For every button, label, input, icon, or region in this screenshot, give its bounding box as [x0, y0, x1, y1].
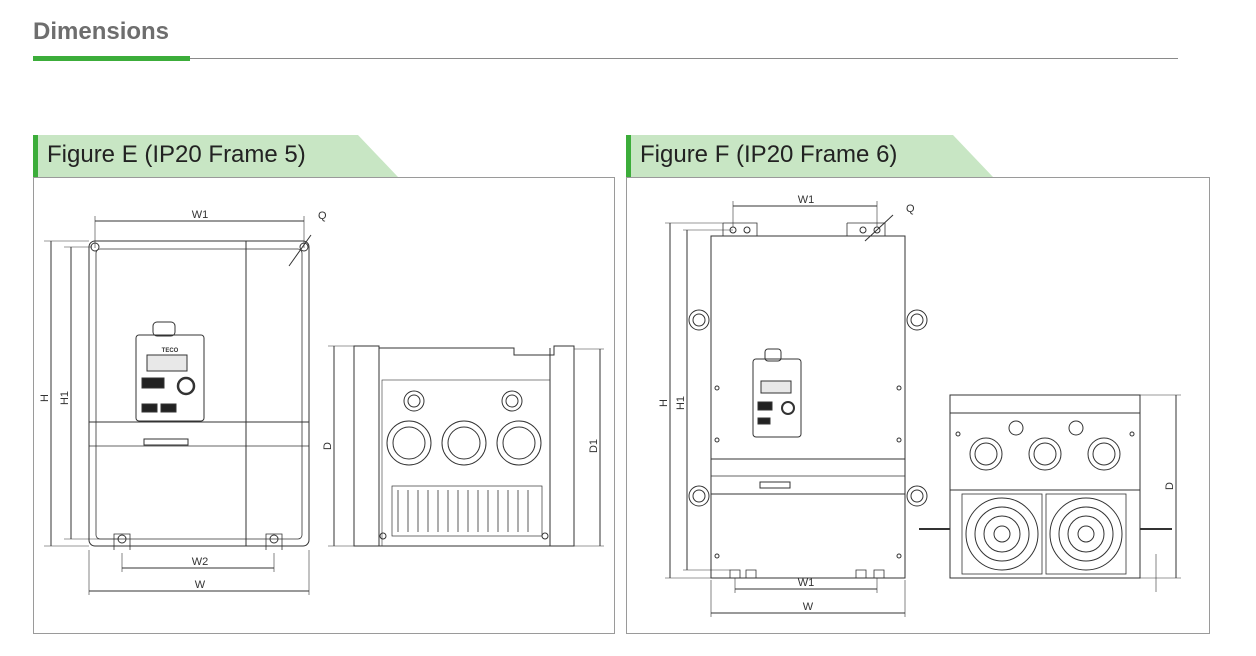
figure-e-drawing: W1 Q H H1 W2 W D D1 TECO [39, 209, 604, 595]
figure-e-tab: Figure E (IP20 Frame 5) [33, 135, 398, 177]
tab-accent [33, 135, 38, 177]
figure-f-label: Figure F (IP20 Frame 6) [640, 141, 898, 168]
title-divider [33, 58, 1178, 59]
dim-d: D [1164, 482, 1176, 490]
dim-d1: D1 [588, 439, 600, 453]
dim-h: H [39, 394, 51, 402]
figure-f-side-view [919, 394, 1172, 579]
dim-w1-bottom: W1 [798, 577, 815, 589]
dim-w: W [195, 579, 206, 591]
dim-h1: H1 [59, 391, 71, 405]
figure-e-panel: W1 Q H H1 W2 W D D1 TECO [33, 177, 615, 634]
figure-f-panel: W1 Q H H1 W1 W D [626, 177, 1210, 634]
figure-f-tab: Figure F (IP20 Frame 6) [626, 135, 991, 177]
dim-h1: H1 [675, 396, 687, 410]
dim-h: H [658, 399, 670, 407]
dim-d: D [322, 442, 334, 450]
keypad [135, 321, 205, 422]
dim-w1-top: W1 [798, 194, 815, 206]
section-title: Dimensions [33, 18, 170, 45]
tab-background [631, 135, 993, 177]
dim-q: Q [318, 210, 327, 222]
keypad-logo: TECO [162, 348, 179, 354]
dim-w: W [803, 601, 814, 613]
dim-w1: W1 [192, 209, 209, 221]
figure-f-front-body [710, 235, 906, 579]
figure-e-side-view [353, 345, 575, 547]
title-accent-bar [33, 56, 190, 61]
tab-background [38, 135, 398, 177]
dim-w2: W2 [192, 556, 209, 568]
figure-e-front-body [88, 240, 310, 547]
figure-e-label: Figure E (IP20 Frame 5) [47, 141, 306, 168]
keypad [752, 348, 802, 438]
dim-q: Q [906, 203, 915, 215]
tab-accent [626, 135, 631, 177]
figure-f-drawing: W1 Q H H1 W1 W D [658, 194, 1181, 617]
